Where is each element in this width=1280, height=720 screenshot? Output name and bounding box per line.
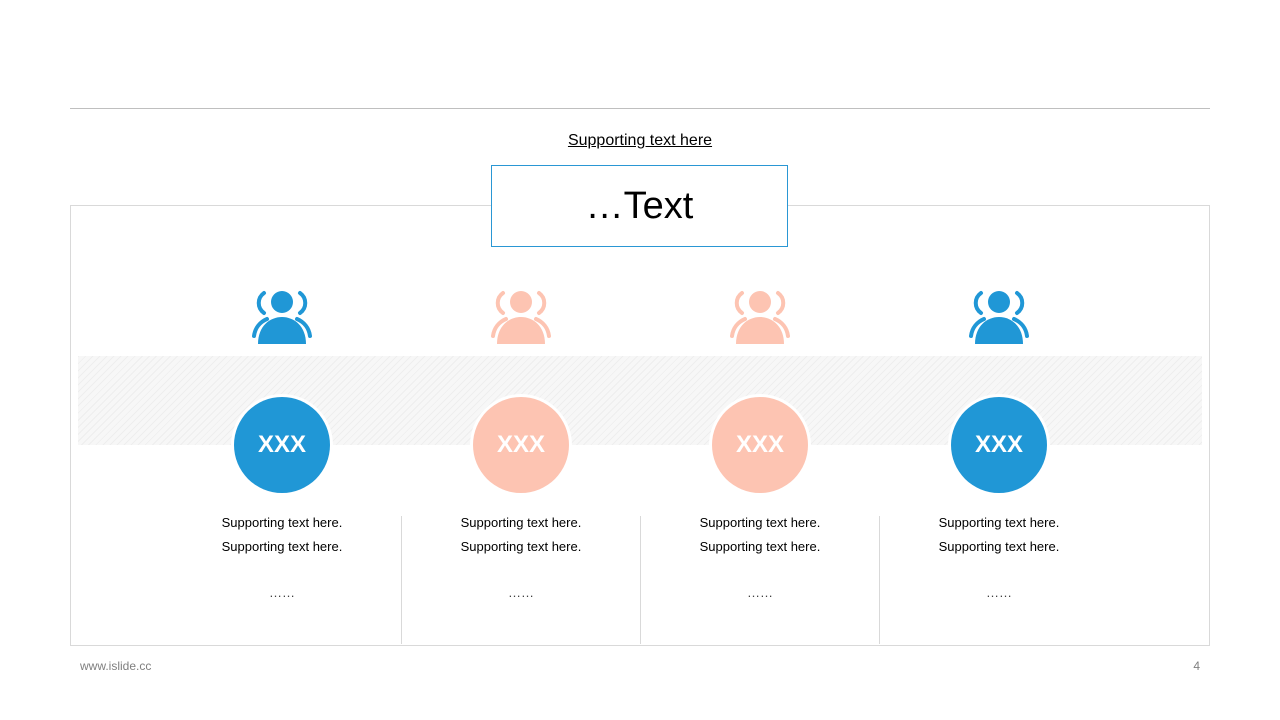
- column-divider: [640, 516, 641, 644]
- users-icon: [491, 291, 551, 344]
- item-badge: XXX: [234, 397, 330, 493]
- item-line: Supporting text here.: [460, 539, 582, 554]
- item-ellipsis: ……: [508, 585, 534, 600]
- title-box: …Text: [491, 165, 788, 247]
- item-line: Supporting text here.: [221, 539, 343, 554]
- item-line: Supporting text here.: [699, 539, 821, 554]
- item-line: Supporting text here.: [938, 539, 1060, 554]
- item-text: Supporting text here. Supporting text he…: [182, 511, 382, 559]
- column-divider: [879, 516, 880, 644]
- item-ellipsis: ……: [269, 585, 295, 600]
- subtitle: Supporting text here: [567, 132, 713, 149]
- item-line: Supporting text here.: [460, 515, 582, 530]
- footer-url[interactable]: www.islide.cc: [80, 659, 152, 673]
- users-icon: [252, 291, 312, 344]
- item-line: Supporting text here.: [938, 515, 1060, 530]
- item-text: Supporting text here. Supporting text he…: [899, 511, 1099, 559]
- column-divider: [401, 516, 402, 644]
- item-badge: XXX: [712, 397, 808, 493]
- top-rule: [70, 108, 1210, 109]
- users-icon: [730, 291, 790, 344]
- item-line: Supporting text here.: [221, 515, 343, 530]
- item-badge: XXX: [951, 397, 1047, 493]
- item-badge: XXX: [473, 397, 569, 493]
- page-number: 4: [1193, 659, 1200, 673]
- item-ellipsis: ……: [986, 585, 1012, 600]
- item-ellipsis: ……: [747, 585, 773, 600]
- item-line: Supporting text here.: [699, 515, 821, 530]
- item-text: Supporting text here. Supporting text he…: [421, 511, 621, 559]
- users-icon: [969, 291, 1029, 344]
- item-text: Supporting text here. Supporting text he…: [660, 511, 860, 559]
